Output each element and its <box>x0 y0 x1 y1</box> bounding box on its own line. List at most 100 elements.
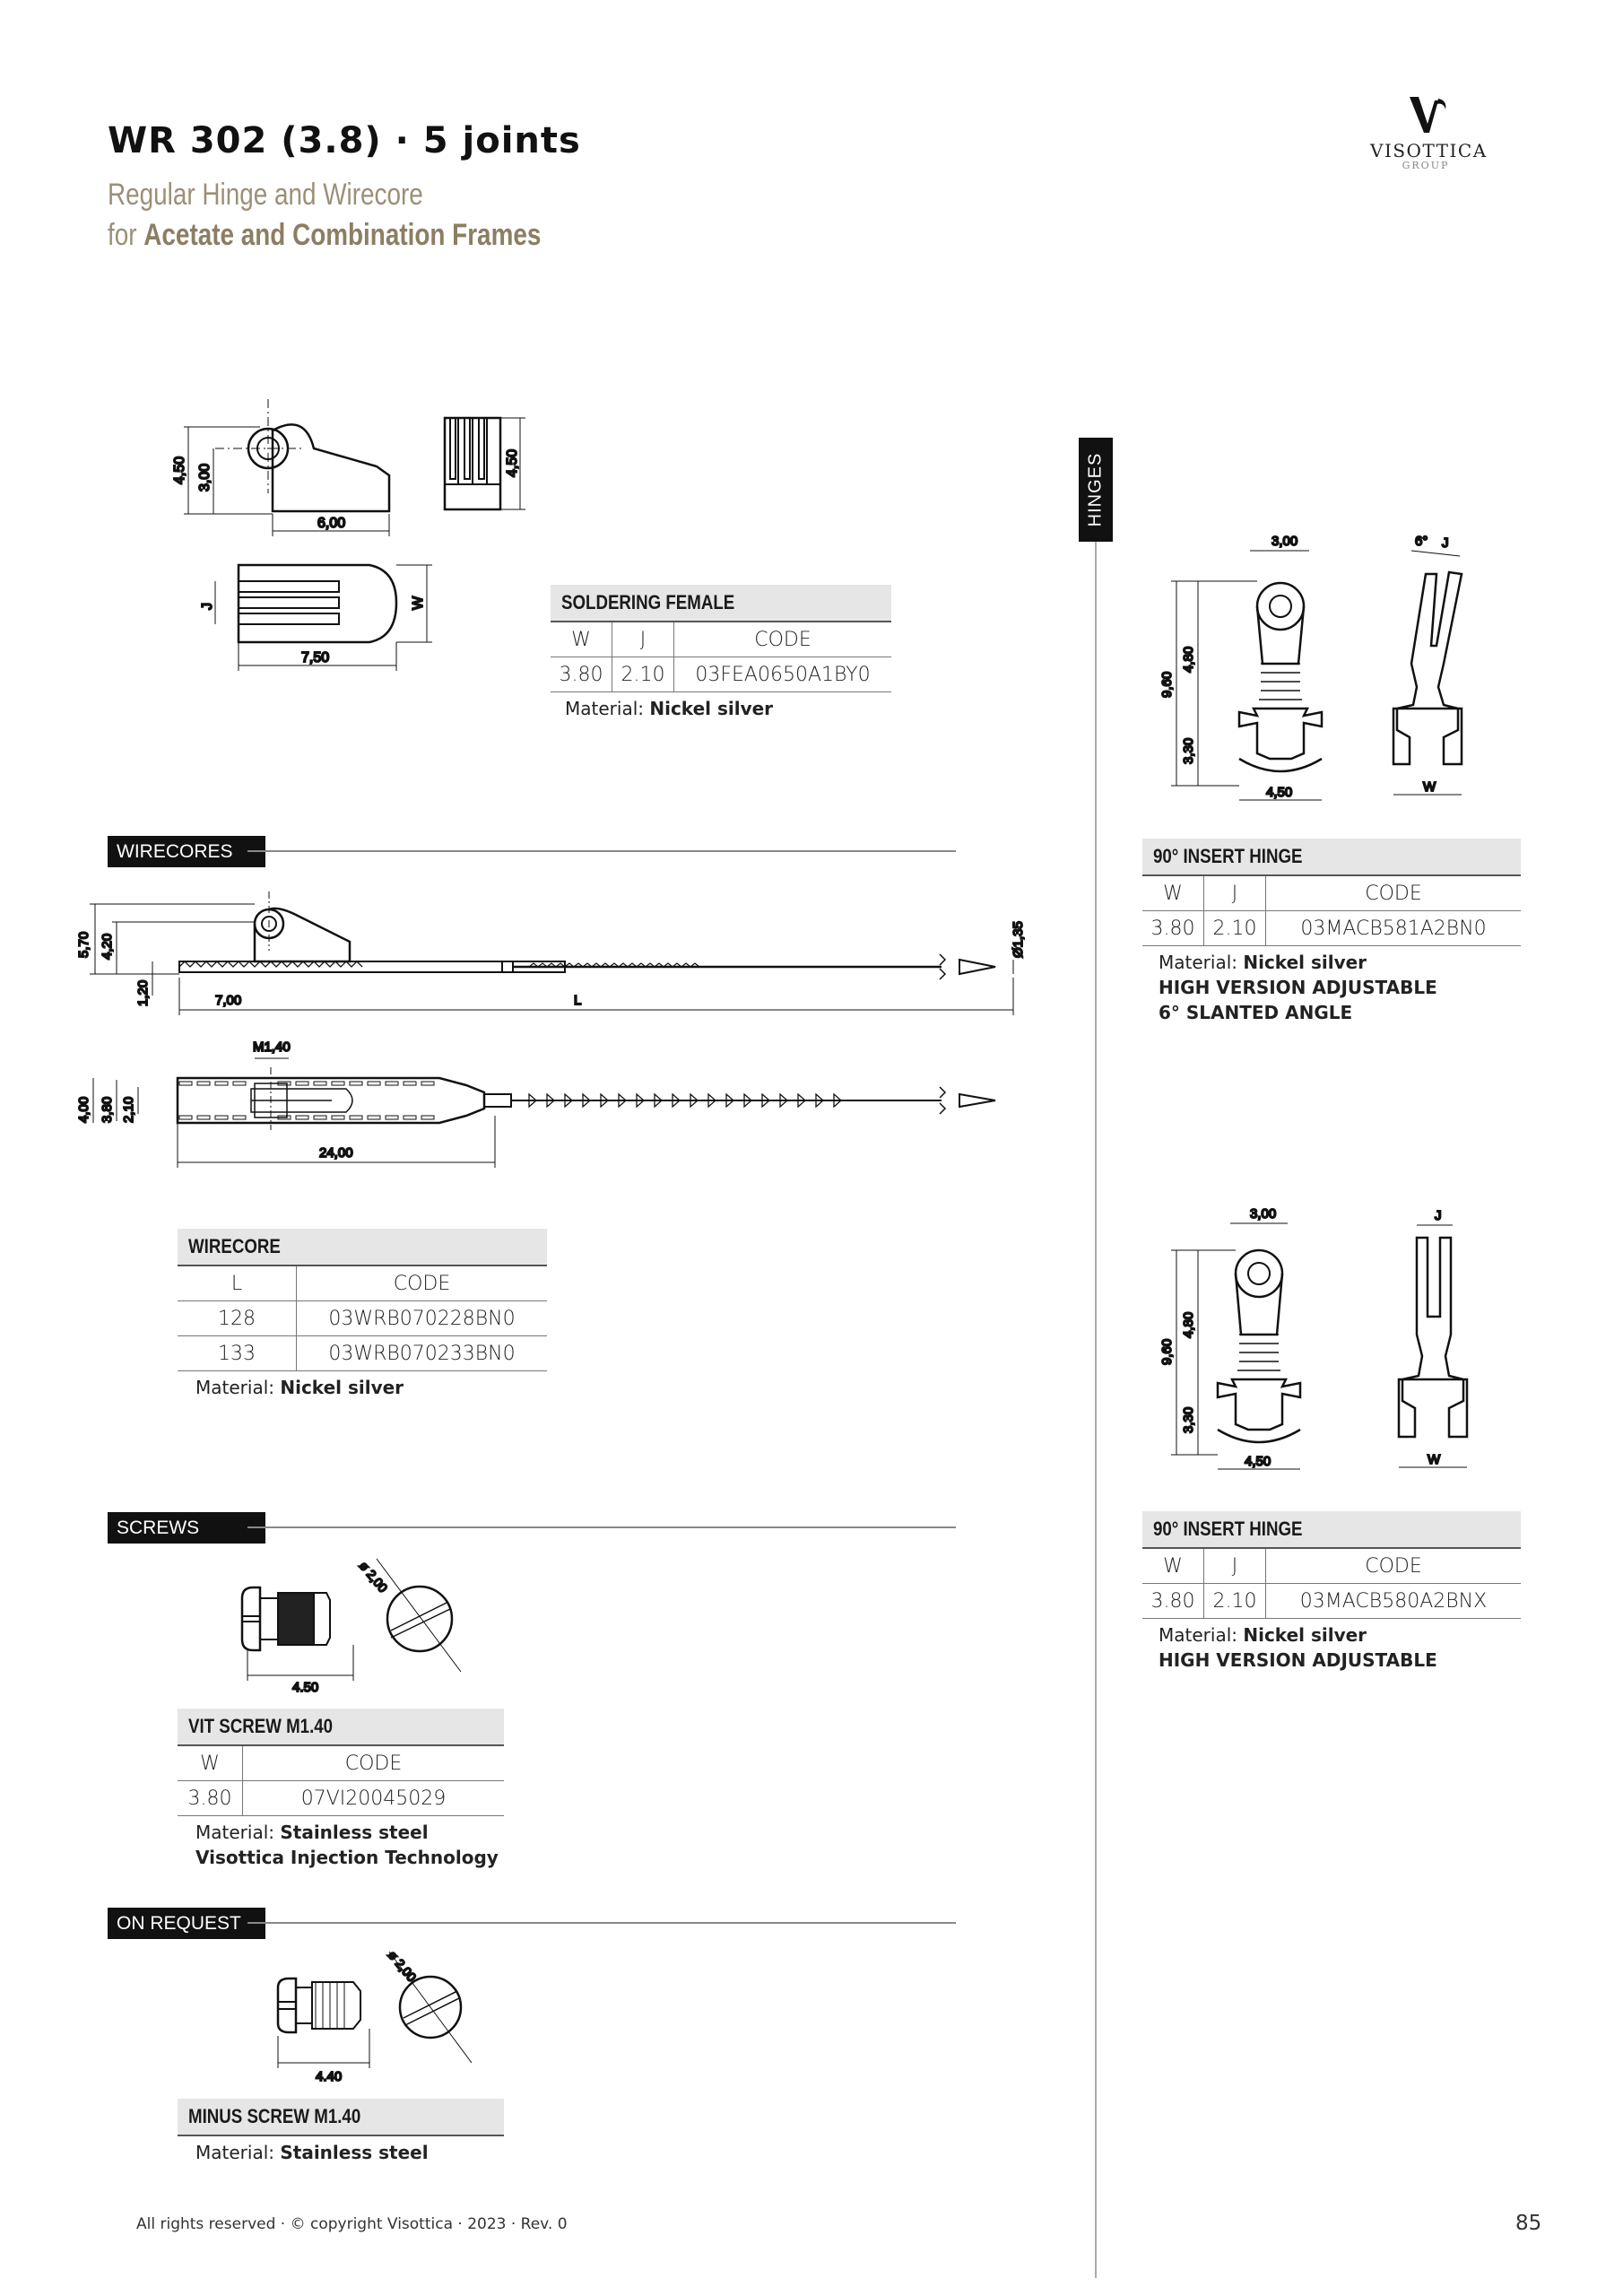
soldering-female-spec: SOLDERING FEMALE W J CODE 3.80 2.10 03FE… <box>551 585 891 721</box>
cell-j: 2.10 <box>612 657 674 692</box>
dim-4-00: 4,00 <box>76 1097 91 1123</box>
hinges-side-tab: HINGES <box>1079 438 1113 542</box>
page-title: WR 302 (3.8) · 5 joints <box>108 120 581 161</box>
col-code: CODE <box>1265 875 1521 911</box>
soldering-female-table: SOLDERING FEMALE W J CODE 3.80 2.10 03FE… <box>551 585 891 692</box>
cell-code: 03MACB581A2BN0 <box>1265 910 1521 946</box>
minus-screw-table: MINUS SCREW M1.40 <box>178 2099 504 2136</box>
cell-code: 03MACB580A2BNX <box>1265 1583 1521 1619</box>
side-divider <box>1095 542 1097 2278</box>
minus-screw-material: Material: Stainless steel <box>195 2142 429 2163</box>
table-row: 133 03WRB070233BN0 <box>178 1335 547 1371</box>
page-subtitle: Regular Hinge and Wirecore <box>108 178 423 212</box>
vit-screw-table: VIT SCREW M1.40 W CODE 3.80 07VI20045029 <box>178 1709 504 1816</box>
dim-6-00: 6,00 <box>317 516 345 531</box>
h1-dim-3-30: 3,30 <box>1181 738 1196 764</box>
footer-copyright: All rights reserved · © copyright Visott… <box>136 2215 568 2233</box>
logo-brand: VISOTTICA <box>1370 140 1488 161</box>
h2-dim-3-30: 3,30 <box>1181 1407 1196 1433</box>
cell-code: 03WRB070228BN0 <box>296 1300 547 1336</box>
col-w: W <box>1142 1548 1204 1584</box>
cell-j: 2.10 <box>1203 910 1266 946</box>
visottica-logo: VISOTTICA GROUP <box>1370 93 1488 171</box>
h2-j: J <box>1435 1208 1442 1223</box>
dim-1-20: 1,20 <box>135 980 151 1006</box>
table-header-row: L CODE <box>178 1265 547 1301</box>
col-code: CODE <box>673 622 891 657</box>
page-number: 85 <box>1515 2212 1542 2235</box>
h1-angle: 6° <box>1415 534 1428 549</box>
minus-len: 4.40 <box>316 2069 342 2084</box>
vit-dia: ø 2,00 <box>357 1559 391 1596</box>
insert-hinge-1-table: 90° INSERT HINGE W J CODE 3.80 2.10 03MA… <box>1142 839 1521 946</box>
table-row: 3.80 07VI20045029 <box>178 1780 504 1816</box>
cell-code: 03FEA0650A1BY0 <box>673 657 891 692</box>
soldering-female-material: Material: Nickel silver <box>565 698 774 719</box>
dim-3-80: 3,80 <box>100 1097 115 1123</box>
h1-dim-4-80: 4,80 <box>1181 647 1196 673</box>
cell-w: 3.80 <box>178 1780 243 1816</box>
minus-dia: ø 2,00 <box>386 1948 420 1985</box>
cell-w: 3.80 <box>1142 910 1204 946</box>
dim-m140: M1,40 <box>253 1039 291 1055</box>
col-code: CODE <box>296 1265 547 1301</box>
soldering-female-drawing: 4,50 3,00 6,00 4,50 J W 7,50 <box>171 399 525 671</box>
dim-l: L <box>574 993 581 1008</box>
h1-j: J <box>1442 535 1449 551</box>
col-code: CODE <box>242 1745 504 1781</box>
table-row: 128 03WRB070228BN0 <box>178 1300 547 1336</box>
table-title: WIRECORE <box>178 1229 547 1266</box>
cell-code: 07VI20045029 <box>242 1780 504 1816</box>
dim-d135: Ø1,35 <box>1011 921 1026 958</box>
cell-l: 133 <box>178 1335 297 1371</box>
vit-screw-drawing: ø 2,00 4.50 <box>240 1558 462 1695</box>
col-code: CODE <box>1265 1548 1521 1584</box>
dim-3-00: 3,00 <box>197 464 213 491</box>
page-subtitle-2: for Acetate and Combination Frames <box>108 218 541 253</box>
cell-w: 3.80 <box>1142 1583 1204 1619</box>
vit-screw-note: Visottica Injection Technology <box>195 1847 499 1868</box>
section-line <box>247 1526 956 1528</box>
dim-7-50: 7,50 <box>301 650 329 665</box>
wirecore-table: WIRECORE L CODE 128 03WRB070228BN0 133 0… <box>178 1229 547 1371</box>
minus-screw-drawing: ø 2,00 4.40 <box>276 1947 473 2085</box>
col-j: J <box>1203 1548 1266 1584</box>
col-w: W <box>551 622 612 657</box>
dim-7-00: 7,00 <box>215 993 241 1008</box>
h1-dim-9-60: 9,60 <box>1159 672 1175 698</box>
logo-group: GROUP <box>1402 160 1450 171</box>
section-line <box>247 1922 956 1924</box>
insert-hinge-1-drawing: 3,00 9,60 4,80 3,30 4,50 6° J W <box>1159 533 1463 801</box>
cell-l: 128 <box>178 1300 297 1336</box>
section-line <box>247 850 956 852</box>
table-title: 90° INSERT HINGE <box>1142 839 1521 876</box>
insert-hinge-2-spec: 90° INSERT HINGE W J CODE 3.80 2.10 03MA… <box>1142 1511 1521 1673</box>
col-j: J <box>1203 875 1266 911</box>
table-row: 3.80 2.10 03FEA0650A1BY0 <box>551 657 891 692</box>
wirecore-spec: WIRECORE L CODE 128 03WRB070228BN0 133 0… <box>178 1229 547 1400</box>
wirecore-drawing: Ø1,35 5,70 4,20 1,20 7,00 L M1,40 4,00 3… <box>75 891 1027 1168</box>
minus-screw-spec: MINUS SCREW M1.40 Material: Stainless st… <box>178 2099 504 2165</box>
table-header-row: W CODE <box>178 1745 504 1781</box>
h1-dim-3-00: 3,00 <box>1271 534 1298 549</box>
dim-4-20: 4,20 <box>100 934 115 960</box>
h2-dim-9-60: 9,60 <box>1159 1339 1175 1365</box>
vit-screw-spec: VIT SCREW M1.40 W CODE 3.80 07VI20045029… <box>178 1709 504 1870</box>
table-header-row: W J CODE <box>1142 875 1521 911</box>
section-on-request: ON REQUEST <box>108 1908 265 1939</box>
table-header-row: W J CODE <box>551 622 891 657</box>
table-row: 3.80 2.10 03MACB580A2BNX <box>1142 1583 1521 1619</box>
table-title: SOLDERING FEMALE <box>551 585 891 622</box>
h2-w: W <box>1428 1452 1441 1467</box>
cell-w: 3.80 <box>551 657 612 692</box>
insert-hinge-1-spec: 90° INSERT HINGE W J CODE 3.80 2.10 03MA… <box>1142 839 1521 1025</box>
wirecore-material: Material: Nickel silver <box>195 1377 404 1398</box>
subtitle-bold: Acetate and Combination Frames <box>143 218 542 252</box>
h1-dim-4-50: 4,50 <box>1266 785 1292 800</box>
insert-hinge-2-table: 90° INSERT HINGE W J CODE 3.80 2.10 03MA… <box>1142 1511 1521 1619</box>
section-screws: SCREWS <box>108 1512 265 1544</box>
table-title: 90° INSERT HINGE <box>1142 1511 1521 1549</box>
dim-2-10: 2,10 <box>121 1097 136 1123</box>
